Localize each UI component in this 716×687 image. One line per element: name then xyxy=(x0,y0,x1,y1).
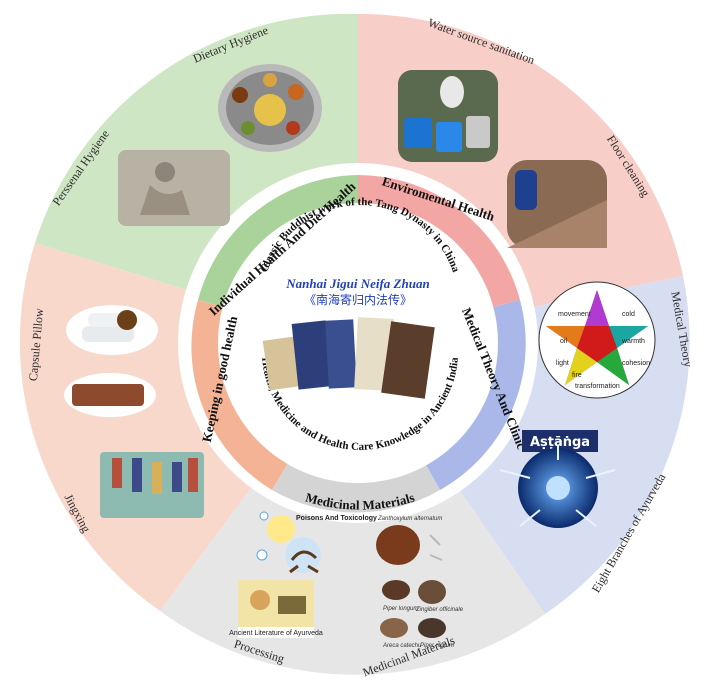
capsule-pillow-illustration xyxy=(66,305,158,355)
herb-label-piper-nigrum: Piper nigrum xyxy=(420,643,454,649)
band-label-medicinal: Medicinal Materials xyxy=(304,490,416,513)
herb-label-areca: Areca catechu xyxy=(382,643,422,649)
poisons-label: Poisons And Toxicology xyxy=(296,515,377,522)
mural-illustration xyxy=(118,150,230,226)
books-illustration xyxy=(262,317,435,399)
thali-plate-illustration xyxy=(218,64,322,152)
pentagram-word-cold: cold xyxy=(622,311,635,318)
floor-cleaning-photo xyxy=(507,160,607,248)
astanga-illustration: Aṣṭāṅga xyxy=(499,430,616,528)
poisons-illustration: Poisons And Toxicology xyxy=(256,511,377,574)
herbs-illustration: Zanthoxylum alternatum Piper longum Zing… xyxy=(376,516,464,649)
herb-label-zingiber: Zingiber officinale xyxy=(415,607,464,613)
water-buckets-photo xyxy=(398,70,498,162)
label-capsule: Capsule Pillow xyxy=(26,307,46,381)
herb-label-zanthoxylum: Zanthoxylum alternatum xyxy=(377,516,442,522)
pentagram-word-oil: oil xyxy=(560,338,567,345)
wooden-pillow-illustration xyxy=(64,373,156,417)
pentagram-word-fire: fire xyxy=(572,372,582,379)
pentagram-word-transformation: transformation xyxy=(575,383,620,390)
center-title-en: Nanhai Jigui Neifa Zhuan xyxy=(285,276,429,291)
pentagram-word-movement: movement xyxy=(558,311,591,318)
pentagram-word-light: light xyxy=(556,360,569,367)
jingxing-mural-illustration xyxy=(100,452,204,518)
herb-label-piper-longum: Piper longum xyxy=(383,606,418,612)
literature-illustration: Ancient Literature of Ayurveda xyxy=(229,580,323,638)
astanga-label: Aṣṭāṅga xyxy=(530,435,590,450)
center-title-zh: 《南海寄归内法传》 xyxy=(304,292,412,307)
pentagram-word-cohesion: cohesion xyxy=(622,360,650,367)
pentagram-illustration: movement cold oil warmth light cohesion … xyxy=(538,281,656,399)
literature-label: Ancient Literature of Ayurveda xyxy=(229,630,323,637)
pentagram-word-warmth: warmth xyxy=(621,338,645,345)
